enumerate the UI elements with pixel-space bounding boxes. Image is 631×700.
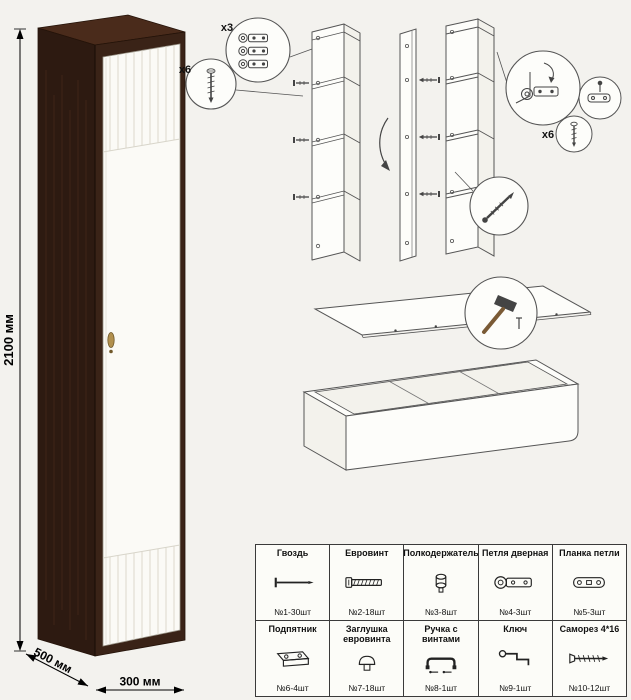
carcass-inner-floor xyxy=(313,361,569,415)
part-qty: №6-4шт xyxy=(276,683,309,693)
part-qty: №10-12шт xyxy=(568,683,611,693)
part-name: Петля дверная xyxy=(481,548,549,558)
part-qty: №7-18шт xyxy=(348,683,386,693)
dimension-height-label: 2100 мм xyxy=(1,314,16,366)
part-name: Заглушка евровинта xyxy=(343,624,391,644)
back-panel-sheet xyxy=(313,285,592,338)
screw-icon-vertical xyxy=(206,68,216,103)
flip-arrow xyxy=(379,117,389,169)
part-name: Саморез 4*16 xyxy=(559,624,620,634)
door-groove-bottom xyxy=(102,544,181,559)
cam-holes-b2 xyxy=(449,29,454,243)
part-qty: №5-3шт xyxy=(573,607,606,617)
dimension-width-label: 300 мм xyxy=(119,675,160,689)
screw-qty-label-right: x6 xyxy=(542,129,554,141)
door-hinge-icon xyxy=(494,576,533,590)
hinge-mount-detail xyxy=(515,62,559,104)
part-qty: №8-1шт xyxy=(424,683,458,693)
door-plank-grooves-top xyxy=(109,44,175,152)
hinge-plate-detail xyxy=(587,80,611,103)
foot-glide-icon xyxy=(276,651,310,668)
dimension-width: 300 мм xyxy=(96,675,184,694)
part-qty: №3-8шт xyxy=(424,607,458,617)
dimension-height: 2100 мм xyxy=(1,28,26,652)
parts-table-cell: Евровинт №2-18шт xyxy=(330,545,404,620)
hinge-callout: x3 xyxy=(221,17,291,83)
hinge-callout-circle xyxy=(225,17,291,83)
hinge-qty-label: x3 xyxy=(221,22,233,34)
parts-table-cell: Ключ №9-1шт xyxy=(478,621,552,696)
hinge-detail-callouts: x6 xyxy=(496,50,622,153)
cam-holes-b xyxy=(404,44,409,245)
door-handle xyxy=(107,332,115,354)
part-name: Евровинт xyxy=(345,548,389,558)
parts-table-cell: Ручка с винтами №8-1шт xyxy=(404,621,478,696)
part-qty: №1-30шт xyxy=(274,607,312,617)
parts-table-cell: Заглушка евровинта №7-18шт xyxy=(330,621,404,696)
wardrobe-illustration xyxy=(37,14,186,657)
confirmat-callout xyxy=(454,171,529,236)
part-name: Гвоздь xyxy=(276,548,309,558)
euro-screws-b xyxy=(418,77,440,197)
screw-cap-icon xyxy=(358,655,376,671)
door-groove-top xyxy=(102,138,181,153)
euro-screws-a xyxy=(293,80,309,200)
key-icon xyxy=(498,650,530,666)
side-panel-assembly-a xyxy=(235,23,361,262)
dimension-depth-label: 500 мм xyxy=(31,645,74,676)
hammer-callout xyxy=(464,276,538,350)
hinge-mount-callout-circle xyxy=(505,50,581,126)
parts-table: Гвоздь №1-30шт Евровинт №2-18шт Полкодер… xyxy=(255,544,627,697)
parts-table-cell: Подпятник №6-4шт xyxy=(256,621,330,696)
part-name: Ручка с винтами xyxy=(421,624,461,644)
handle-icon xyxy=(425,657,457,674)
shelf-lines-a xyxy=(311,31,361,204)
parts-table-cell: Саморез 4*16 №10-12шт xyxy=(552,621,626,696)
door-plank-grooves-bottom xyxy=(109,545,175,646)
parts-table-cell: Планка петли №5-3шт xyxy=(552,545,626,620)
base-assembly xyxy=(302,276,592,471)
euro-screw-icon xyxy=(345,577,382,589)
nail-icon xyxy=(274,578,314,588)
parts-table-cell: Петля дверная №4-3шт xyxy=(478,545,552,620)
parts-table-cell: Полкодержатель №3-8шт xyxy=(404,545,478,620)
screw-qty-label-left: x6 xyxy=(179,64,191,76)
carcass-front-wall xyxy=(345,383,579,471)
part-name: Полкодержатель xyxy=(404,548,478,558)
wardrobe-door xyxy=(102,43,181,647)
wood-grain-lines xyxy=(45,70,87,640)
part-name: Ключ xyxy=(503,624,528,634)
part-qty: №4-3шт xyxy=(499,607,532,617)
part-qty: №9-1шт xyxy=(499,683,532,693)
screw-callout-left: x6 xyxy=(179,58,237,110)
part-name: Подпятник xyxy=(268,624,317,634)
screw-icon xyxy=(569,653,609,665)
hammer-icon xyxy=(482,295,522,334)
carcass-end-wall xyxy=(303,391,347,471)
parts-table-cell: Гвоздь №1-30шт xyxy=(256,545,330,620)
part-qty: №2-18шт xyxy=(348,607,386,617)
hinge-icons-x3 xyxy=(238,33,268,69)
cam-holes-a xyxy=(315,35,321,249)
confirmat-screw-icon xyxy=(482,192,514,223)
screw-icon-vertical-small xyxy=(570,121,578,147)
part-name: Планка петли xyxy=(559,548,620,558)
hinge-plate-icon xyxy=(573,577,606,589)
shelf-pin-icon xyxy=(435,574,447,593)
